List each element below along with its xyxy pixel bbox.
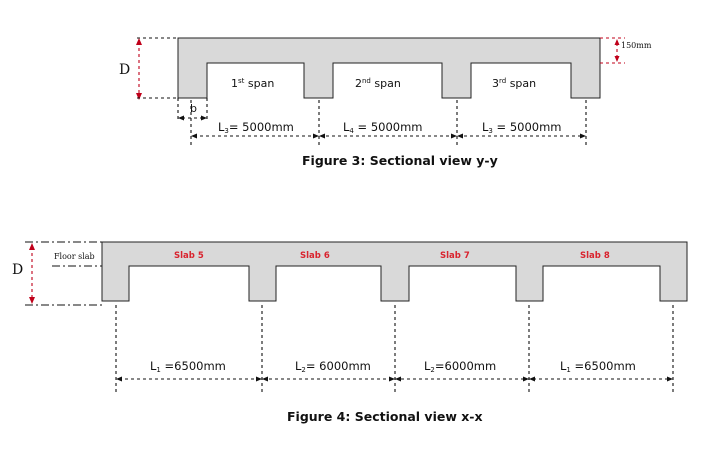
slab-label-6: Slab 6: [300, 251, 330, 261]
floor-slab-label: Floor slab: [54, 252, 95, 261]
span-arrow-x-3b: [529, 376, 535, 382]
thickness-label: 150mm: [621, 41, 652, 50]
depth-arrow-top: [136, 38, 142, 45]
slab-label-7: Slab 7: [440, 251, 470, 261]
beam-section-x-x: [101, 241, 688, 302]
span-arrow-x-2a: [389, 376, 395, 382]
figure-4: D Floor slab Slab 5 Slab 6 Slab 7 Slab 8…: [12, 241, 688, 424]
web-width-arrow-left: [178, 115, 184, 121]
span-arrow-mid-2b: [457, 133, 463, 139]
span-dimension-x-2: L2= 6000mm: [295, 359, 371, 374]
span-label-1: 1st span: [231, 77, 274, 90]
span-arrow-end: [580, 133, 586, 139]
span-arrow-mid-1a: [313, 133, 319, 139]
depth-arrow-bottom: [136, 93, 142, 100]
span-dimension-x-1: L1 =6500mm: [150, 359, 226, 374]
figure-3-caption: Figure 3: Sectional view y-y: [302, 153, 498, 168]
web-width-label: b: [190, 102, 197, 115]
thickness-arrow-bottom: [614, 56, 620, 62]
span-arrow-x-end: [667, 376, 673, 382]
span-dimension-x-3: L2=6000mm: [424, 359, 496, 374]
span-arrow-x-1a: [256, 376, 262, 382]
span-dimension-3: L3 = 5000mm: [482, 120, 562, 135]
span-arrow-start: [191, 133, 197, 139]
span-dimension-x-4: L1 =6500mm: [560, 359, 636, 374]
span-label-2: 2nd span: [355, 77, 401, 90]
span-dimension-2: L4 = 5000mm: [343, 120, 423, 135]
span-arrow-x-2b: [395, 376, 401, 382]
span-arrow-x-start: [116, 376, 122, 382]
depth-label: D: [119, 62, 130, 78]
span-label-3: 3rd span: [492, 77, 536, 90]
figure-3: D 150mm 1st span 2nd span 3rd span b L3=: [119, 37, 652, 168]
span-arrow-x-3a: [523, 376, 529, 382]
slab-label-5: Slab 5: [174, 251, 204, 261]
span-arrow-x-1b: [262, 376, 268, 382]
depth-arrow-bottom-x: [29, 297, 35, 304]
depth-arrow-top-x: [29, 243, 35, 250]
depth-label-x: D: [12, 262, 23, 278]
span-dimension-1: L3= 5000mm: [218, 120, 294, 135]
beam-section-y-y: [177, 37, 601, 99]
slab-label-8: Slab 8: [580, 251, 610, 261]
thickness-arrow-top: [614, 39, 620, 45]
figure-4-caption: Figure 4: Sectional view x-x: [287, 409, 483, 424]
web-width-arrow-right: [201, 115, 207, 121]
span-arrow-mid-1b: [319, 133, 325, 139]
span-arrow-mid-2a: [451, 133, 457, 139]
